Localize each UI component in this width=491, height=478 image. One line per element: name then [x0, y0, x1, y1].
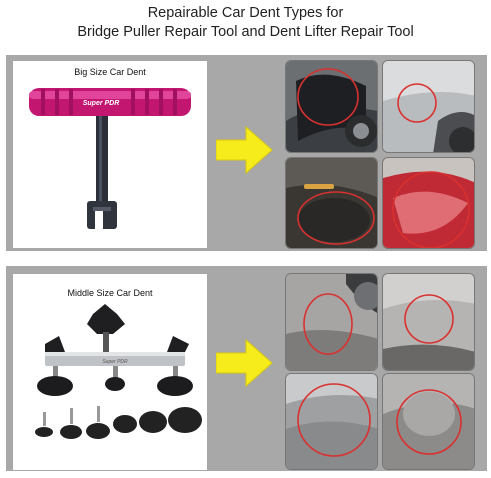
- dent-photo: [382, 60, 475, 153]
- dent-photo: [285, 373, 378, 470]
- dent-circle: [297, 68, 359, 126]
- t-bar-dent-puller-icon: Super PDR: [29, 88, 191, 229]
- dent-circle: [392, 171, 470, 248]
- dent-circle: [303, 293, 353, 355]
- dent-photo: [382, 273, 475, 371]
- dent-circle: [404, 294, 454, 344]
- dent-photo: [382, 157, 475, 249]
- tool-logo: Super PDR: [83, 100, 120, 107]
- right-arrow-icon: [216, 338, 273, 388]
- dent-circle: [297, 383, 371, 457]
- tool-card-label: Big Size Car Dent: [74, 67, 146, 77]
- tool-card-big: Big Size Car Dent Super PDR: [13, 61, 207, 248]
- tool-logo: Super PDR: [102, 359, 128, 365]
- header-title-line1: Repairable Car Dent Types for: [147, 5, 344, 21]
- header-title-line2: Bridge Puller Repair Tool and Dent Lifte…: [77, 24, 414, 40]
- dent-photo: [285, 157, 378, 249]
- bridge-puller-tool-icon: Super PDR: [35, 304, 202, 439]
- middle-dent-panel: Middle Size Car Dent Super PDR: [6, 266, 487, 471]
- tool-card-label: Middle Size Car Dent: [67, 288, 153, 298]
- dent-circle: [396, 389, 462, 455]
- dent-photo: [285, 60, 378, 153]
- dent-photo: [285, 273, 378, 371]
- dent-photo: [382, 373, 475, 470]
- dent-circle: [397, 83, 437, 123]
- right-arrow-icon: [216, 125, 273, 175]
- big-dent-panel: Big Size Car Dent Super PDR: [6, 55, 487, 251]
- dent-circle: [297, 191, 375, 245]
- tool-card-middle: Middle Size Car Dent Super PDR: [13, 274, 207, 470]
- header: Repairable Car Dent Types for Bridge Pul…: [0, 4, 491, 42]
